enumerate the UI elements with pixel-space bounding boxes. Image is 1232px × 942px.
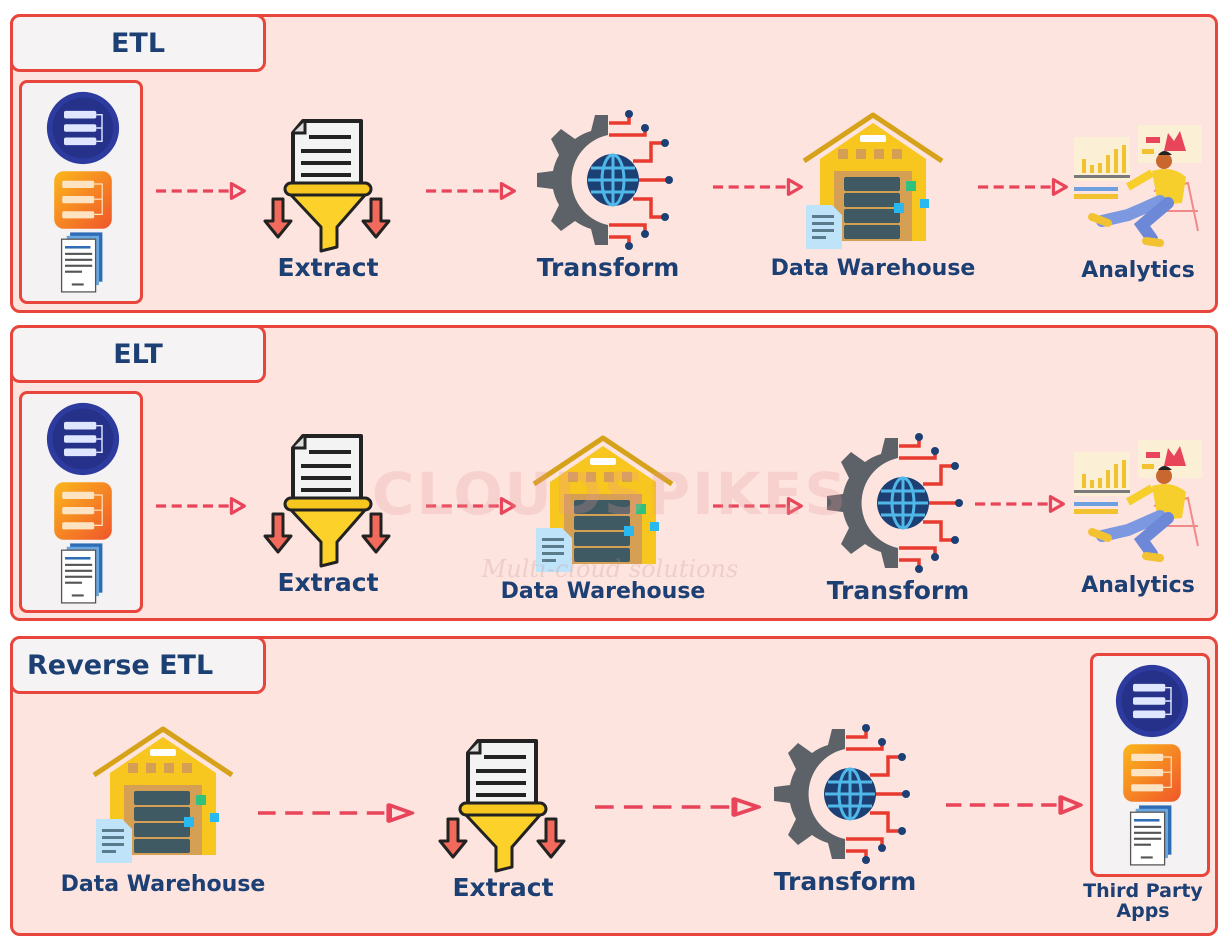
flow-arrow bbox=[156, 496, 248, 516]
etl-panel: ETL Extract Transform Data Warehouse Ana… bbox=[10, 14, 1218, 313]
warehouse-icon bbox=[528, 432, 678, 572]
elt-panel: ELT Extract Data Warehouse Transform Ana… bbox=[10, 325, 1218, 621]
step-label: Data Warehouse bbox=[60, 872, 266, 897]
third-party-apps-box bbox=[1090, 653, 1210, 877]
step-label: Data Warehouse bbox=[770, 256, 976, 281]
server-list-icon bbox=[51, 479, 115, 543]
server-list-icon bbox=[51, 168, 115, 232]
flow-arrow bbox=[975, 494, 1067, 514]
gear-globe-icon bbox=[823, 428, 973, 578]
flow-arrow bbox=[156, 181, 248, 201]
flow-arrow bbox=[713, 496, 805, 516]
step-transform: Transform bbox=[755, 719, 935, 895]
step-label: Transform bbox=[773, 867, 917, 896]
step-data-warehouse: Data Warehouse bbox=[43, 723, 283, 896]
step-transform: Transform bbox=[518, 105, 698, 281]
step-label: Analytics bbox=[1081, 258, 1195, 283]
flow-arrow bbox=[258, 803, 418, 823]
flow-arrow bbox=[946, 795, 1086, 815]
step-label: Extract bbox=[452, 873, 554, 902]
data-sources-box bbox=[19, 80, 143, 304]
third-party-apps-label: Third Party Apps bbox=[1083, 880, 1203, 922]
step-label: Analytics bbox=[1081, 573, 1195, 598]
step-label: Transform bbox=[536, 253, 680, 282]
reverse-etl-panel: Reverse ETL Data Warehouse Extract Trans… bbox=[10, 636, 1218, 936]
flow-arrow bbox=[595, 797, 765, 817]
step-label: Extract bbox=[277, 568, 379, 597]
panel-title: ETL bbox=[10, 14, 266, 72]
warehouse-icon bbox=[798, 109, 948, 249]
gear-globe-icon bbox=[533, 105, 683, 255]
data-sources-box bbox=[19, 391, 143, 613]
analytics-person-icon bbox=[1068, 121, 1208, 251]
step-label: Data Warehouse bbox=[500, 579, 706, 604]
step-transform: Transform bbox=[808, 428, 988, 604]
database-circle-icon bbox=[45, 401, 121, 477]
warehouse-icon bbox=[88, 723, 238, 863]
flow-arrow bbox=[978, 177, 1070, 197]
step-data-warehouse: Data Warehouse bbox=[753, 109, 993, 280]
step-analytics: Analytics bbox=[1063, 436, 1213, 597]
step-label: Transform bbox=[826, 576, 970, 605]
step-extract: Extract bbox=[253, 115, 403, 281]
database-circle-icon bbox=[45, 90, 121, 166]
server-list-icon bbox=[1120, 741, 1184, 805]
funnel-icon bbox=[263, 430, 393, 570]
documents-icon bbox=[48, 229, 116, 297]
flow-arrow bbox=[426, 181, 518, 201]
step-extract: Extract bbox=[428, 735, 578, 901]
step-data-warehouse: Data Warehouse bbox=[483, 432, 723, 603]
documents-icon bbox=[48, 540, 116, 608]
gear-globe-icon bbox=[770, 719, 920, 869]
panel-title: Reverse ETL bbox=[10, 636, 266, 694]
database-circle-icon bbox=[1114, 663, 1190, 739]
analytics-person-icon bbox=[1068, 436, 1208, 566]
funnel-icon bbox=[263, 115, 393, 255]
step-extract: Extract bbox=[253, 430, 403, 596]
step-label: Extract bbox=[277, 253, 379, 282]
panel-title: ELT bbox=[10, 325, 266, 383]
step-analytics: Analytics bbox=[1063, 121, 1213, 282]
funnel-icon bbox=[438, 735, 568, 875]
documents-icon bbox=[1117, 802, 1185, 870]
